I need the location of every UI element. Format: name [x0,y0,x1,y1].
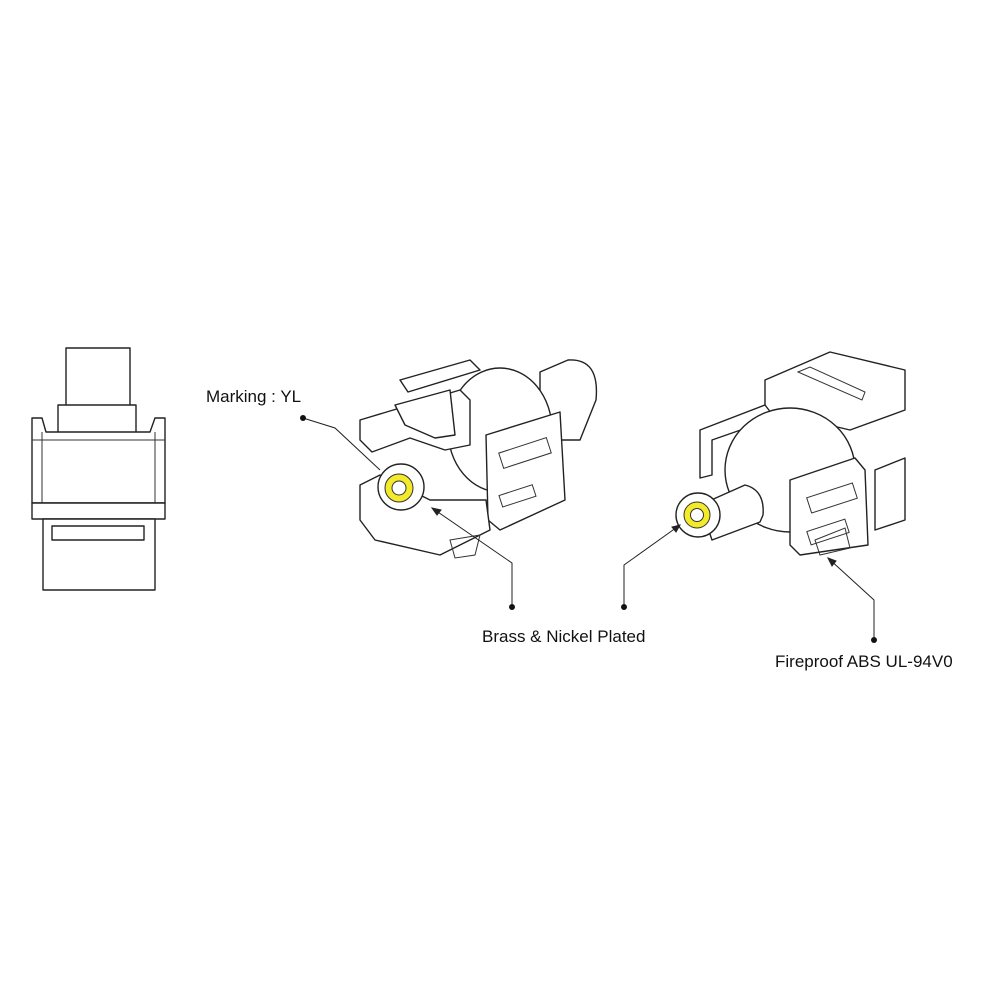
connector-front-view-drawing [359,359,598,559]
leader-dots [300,415,877,643]
side-view-drawing [31,347,166,591]
contact-material-label: Brass & Nickel Plated [482,627,646,646]
leader-lines [302,417,875,640]
housing-material-label: Fireproof ABS UL-94V0 [775,652,953,671]
marking-label: Marking : YL [206,387,302,406]
connector-rear-view-drawing [675,351,906,556]
